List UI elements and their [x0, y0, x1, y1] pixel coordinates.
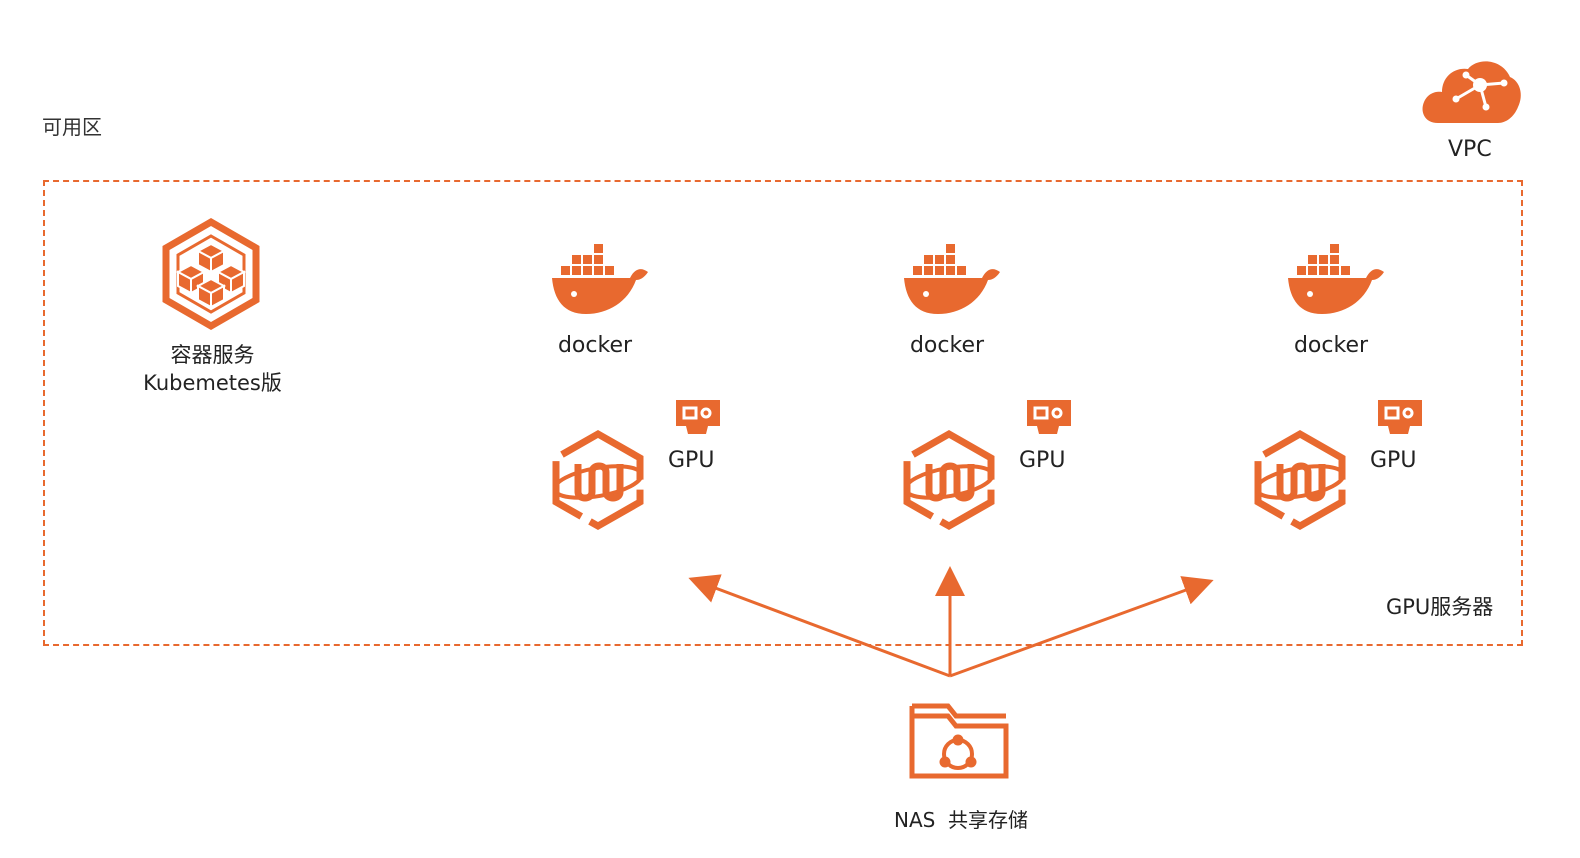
nas-label: NAS 共享存储	[894, 808, 1029, 832]
container-service-name: 容器服务	[170, 343, 255, 367]
container-service-icon	[162, 217, 260, 331]
docker-label: docker	[557, 333, 633, 358]
gpu-server-icon	[552, 429, 644, 531]
gpu-card-icon	[676, 400, 720, 434]
gpu-card-icon	[1378, 400, 1422, 434]
cloud-network-icon	[1422, 61, 1521, 123]
vpc-label: VPC	[1448, 137, 1492, 162]
container-service-label: 容器服务 Kubemetes版	[120, 341, 305, 397]
gpu-server-icon	[1254, 429, 1346, 531]
zone-label: 可用区	[42, 115, 102, 139]
gpu-label: GPU	[668, 448, 715, 473]
container-service-edition: Kubemetes版	[143, 371, 282, 395]
docker-icon	[904, 244, 1000, 314]
docker-label: docker	[909, 333, 985, 358]
gpu-server-icon	[903, 429, 995, 531]
gpu-card-icon	[1027, 400, 1071, 434]
gpu-server-group-label: GPU服务器	[1386, 595, 1494, 619]
availability-zone-box	[43, 180, 1523, 646]
arrow-to-gpu-server-3	[949, 576, 1214, 678]
gpu-label: GPU	[1370, 448, 1417, 473]
docker-label: docker	[1293, 333, 1369, 358]
shared-storage-folder-icon	[909, 703, 1009, 779]
arrow-to-gpu-server-1	[688, 574, 951, 678]
gpu-label: GPU	[1019, 448, 1066, 473]
docker-icon	[1288, 244, 1384, 314]
docker-icon	[552, 244, 648, 314]
